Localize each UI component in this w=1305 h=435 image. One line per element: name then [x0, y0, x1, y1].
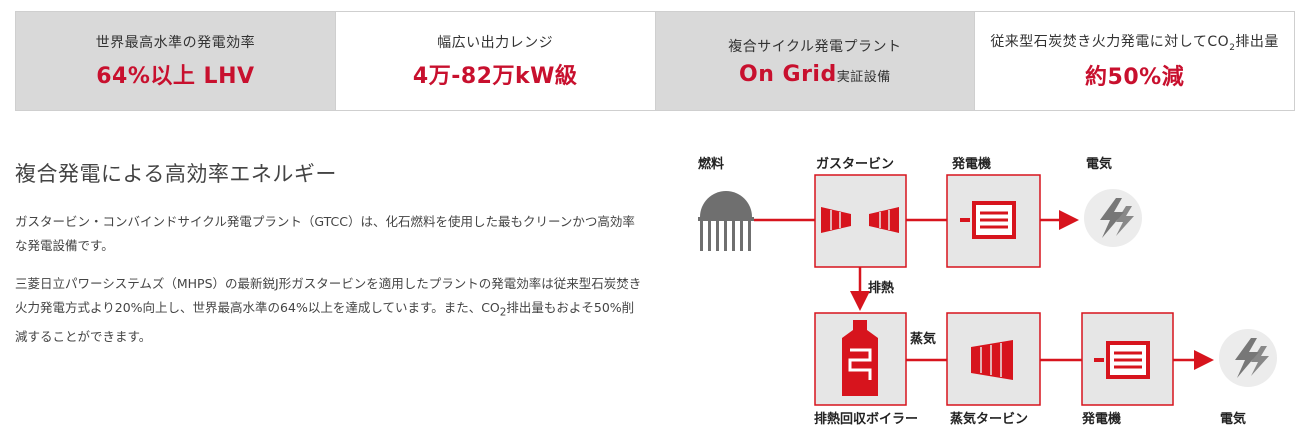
electricity-top-icon [1084, 189, 1142, 247]
stat-label-post: 排出量 [1235, 34, 1279, 51]
detail-paragraph: 三菱日立パワーシステムズ（MHPS）の最新鋭J形ガスタービンを適用したプラントの… [15, 272, 645, 349]
compressor-icon [821, 207, 851, 233]
label-generator-top: 発電機 [951, 156, 991, 172]
label-fuel: 燃料 [698, 156, 724, 172]
generator-top-box [946, 174, 1041, 268]
stat-label: 幅広い出力レンジ [437, 35, 554, 51]
detail-text-pre: 三菱日立パワーシステムズ（MHPS）の最新鋭J形ガスタービンを適用したプラントの… [15, 276, 642, 315]
fuel-tank-icon [698, 191, 754, 251]
label-steam: 蒸気 [910, 331, 936, 347]
label-hrsg: 排熱回収ボイラー [814, 411, 918, 427]
stats-bar: 世界最高水準の発電効率 64%以上 LHV 幅広い出力レンジ 4万-82万kW級… [15, 11, 1295, 111]
stat-label-sub: 2 [1229, 42, 1236, 53]
stat-combined-cycle: 複合サイクル発電プラント On Grid実証設備 [655, 12, 976, 110]
stat-output-range: 幅広い出力レンジ 4万-82万kW級 [336, 12, 656, 110]
generator-bottom-box [1081, 312, 1174, 406]
stat-label-pre: 従来型石炭焚き火力発電に対してCO [990, 34, 1230, 51]
stat-value: 約50%減 [1085, 64, 1185, 90]
stat-value-suffix: 実証設備 [836, 69, 891, 85]
stat-label: 従来型石炭焚き火力発電に対してCO2排出量 [990, 31, 1279, 53]
gas-turbine-box [814, 174, 907, 268]
label-exhaust-heat: 排熱 [868, 280, 894, 296]
turbine-icon [869, 207, 899, 233]
stat-value: On Grid実証設備 [739, 62, 891, 87]
label-steam-turbine: 蒸気タービン [950, 411, 1028, 427]
label-electricity-bottom: 電気 [1220, 411, 1246, 427]
stat-co2-reduction: 従来型石炭焚き火力発電に対してCO2排出量 約50%減 [975, 12, 1294, 110]
detail-text-sub: 2 [499, 306, 507, 319]
label-generator-bottom: 発電機 [1081, 411, 1121, 427]
label-gas-turbine: ガスタービン [816, 156, 894, 172]
label-electricity-top: 電気 [1086, 156, 1112, 172]
steam-turbine-box [946, 312, 1041, 406]
electricity-bottom-icon [1219, 329, 1277, 387]
gtcc-diagram: 燃料 ガスタービン 発電機 電気 排熱 蒸気 排熱回収ボイラー 蒸気タービン 発… [698, 156, 1277, 427]
stat-efficiency: 世界最高水準の発電効率 64%以上 LHV [16, 12, 336, 110]
stat-label: 複合サイクル発電プラント [728, 38, 902, 55]
intro-paragraph: ガスタービン・コンバインドサイクル発電プラント（GTCC）は、化石燃料を使用した… [15, 214, 635, 253]
hrsg-box [814, 312, 907, 406]
stat-value: 4万-82万kW級 [412, 64, 578, 89]
steam-turbine-icon [971, 340, 1013, 380]
stat-label: 世界最高水準の発電効率 [95, 35, 256, 51]
stat-value: 64%以上 LHV [96, 64, 255, 89]
stat-value-main: On Grid [739, 61, 837, 87]
section-heading: 複合発電による高効率エネルギー [15, 162, 337, 186]
detail-text-post: 排出量もおよそ50%削減することができます。 [15, 300, 635, 344]
